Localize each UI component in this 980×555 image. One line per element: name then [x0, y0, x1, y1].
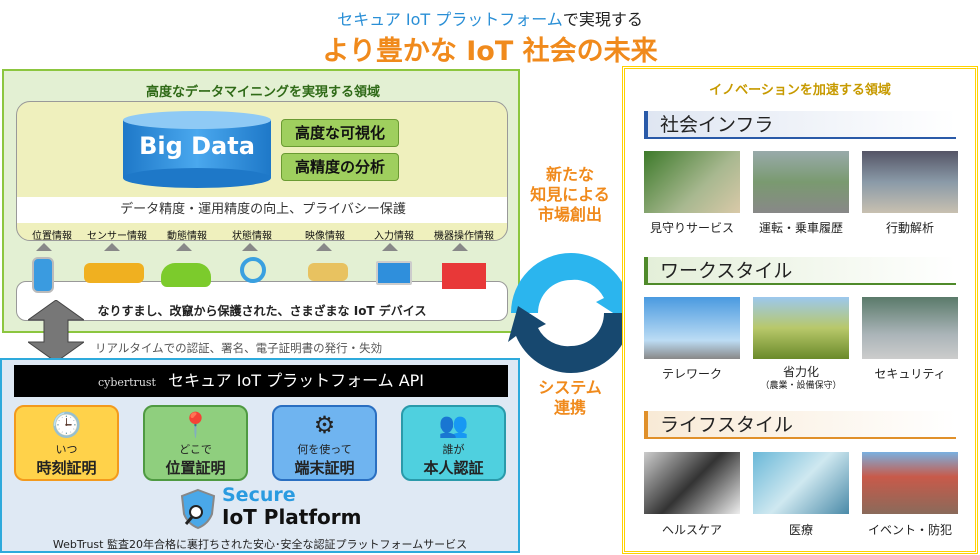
photo-telework [644, 297, 740, 359]
mid-line: 連携 [553, 398, 586, 417]
section-social-infra: 社会インフラ [644, 111, 956, 139]
cycle-arrows-icon [508, 253, 634, 373]
photo-bus [753, 151, 849, 213]
card-title: 時刻証明 [36, 459, 97, 477]
photo-medical [753, 452, 849, 514]
monitor-icon [376, 261, 412, 285]
map-pin-icon: 📍 [180, 411, 211, 439]
brand-text: セキュア IoT プラットフォーム [337, 10, 563, 29]
clock-icon: 🕒 [51, 411, 82, 439]
card-small: いつ [55, 443, 78, 456]
brand-secure: Secure [222, 484, 296, 506]
antenna-icon [240, 257, 266, 283]
drone-icon [84, 263, 144, 283]
panel-heading: 高度なデータマイニングを実現する領域 [145, 85, 380, 100]
up-arrow-icon [452, 243, 468, 251]
big-data-area: Big Data 高度な可視化 高精度の分析 データ精度・運用精度の向上、プライ… [16, 101, 508, 241]
mid-line: 新たな [545, 165, 594, 184]
smartphone-icon [32, 257, 54, 293]
caption: 行動解析 [885, 221, 934, 235]
people-icon: 👥 [438, 411, 469, 439]
card-title: 本人認証 [423, 459, 484, 477]
mid-line: システム [538, 378, 602, 397]
mid-line: 知見による [530, 185, 610, 204]
photo-event [862, 452, 958, 514]
caption: 見守りサービス [649, 221, 734, 235]
info-label: 入力情報 [374, 231, 414, 241]
card-small: 誰が [442, 443, 465, 456]
caption: テレワーク [661, 367, 722, 381]
car-icon [161, 263, 211, 287]
info-label: 位置情報 [32, 231, 72, 241]
double-arrow-icon [28, 300, 84, 362]
photo-gates [862, 297, 958, 359]
card-small: どこで [179, 443, 212, 456]
device-cert-card[interactable]: ⚙ 何を使って端末証明 [272, 405, 377, 481]
subtitle: セキュア IoT プラットフォームで実現する [0, 6, 980, 30]
analysis-label: 高精度の分析 [281, 153, 399, 181]
card-title: 端末証明 [294, 459, 355, 477]
api-bar: cybertrust セキュア IoT プラットフォーム API [14, 365, 508, 397]
info-label: 状態情報 [232, 231, 272, 241]
mid-line: 市場創出 [537, 205, 602, 224]
section-lifestyle: ライフスタイル [644, 411, 956, 439]
up-arrow-icon [242, 243, 258, 251]
big-data-label: Big Data [139, 132, 255, 160]
api-label: セキュア IoT プラットフォーム API [167, 371, 425, 390]
up-arrow-icon [104, 243, 120, 251]
card-title: 位置証明 [165, 459, 226, 477]
up-arrow-icon [382, 243, 398, 251]
caption: 運転・乗車履歴 [758, 221, 843, 235]
up-arrow-icon [316, 243, 332, 251]
platform-footer: WebTrust 監査20年合格に裏打ちされた安心･安全な認証プラットフォームサ… [52, 538, 468, 551]
panel-heading: イノベーションを加速する領域 [709, 83, 891, 98]
up-arrow-icon [36, 243, 52, 251]
photo-healthcare [644, 452, 740, 514]
location-cert-card[interactable]: 📍 どこで位置証明 [143, 405, 248, 481]
brand-iot-platform: IoT Platform [222, 505, 362, 529]
photo-station [862, 151, 958, 213]
realtime-text: リアルタイムでの認証、署名、電子証明書の発行・失効 [95, 341, 383, 355]
up-arrow-icon [176, 243, 192, 251]
factory-icon [442, 263, 486, 289]
info-label: 動態情報 [167, 231, 207, 241]
card-small: 何を使って [297, 443, 352, 456]
info-label: 機器操作情報 [434, 231, 494, 241]
visualization-label: 高度な可視化 [281, 119, 399, 147]
identity-auth-card[interactable]: 👥 誰が本人認証 [401, 405, 506, 481]
shield-icon [180, 488, 216, 530]
caption: イベント・防犯 [867, 523, 952, 537]
photo-farm-drone [753, 297, 849, 359]
time-cert-card[interactable]: 🕒 いつ時刻証明 [14, 405, 119, 481]
caption: セキュリティ [874, 367, 946, 381]
database-icon [123, 111, 271, 188]
innovation-panel: イノベーションを加速する領域 社会インフラ 見守りサービス 運転・乗車履歴 行動… [622, 66, 978, 554]
data-mining-panel: 高度なデータマイニングを実現する領域 Big Data 高度な可視化 高精度の分… [2, 69, 520, 333]
info-label: 映像情報 [305, 231, 345, 241]
device-caption: なりすまし、改竄から保護された、さまざまな IoT デバイス [16, 281, 508, 321]
precision-band: データ精度・運用精度の向上、プライバシー保護 [17, 197, 507, 223]
gear-icon: ⚙ [313, 411, 336, 439]
sub-caption: （農業・設備保守） [760, 381, 842, 391]
market-creation-text: 新たな知見による市場創出 [520, 165, 620, 225]
system-link-text: システム連携 [520, 378, 620, 418]
photo-watching [644, 151, 740, 213]
subtitle-rest: で実現する [562, 10, 643, 29]
cybertrust-logo: cybertrust [97, 376, 156, 389]
camera-icon [308, 263, 348, 281]
page-title: より豊かな IoT 社会の未来 [322, 36, 658, 67]
caption: 省力化 [782, 365, 819, 379]
caption: 医療 [788, 523, 813, 537]
caption: ヘルスケア [661, 523, 722, 537]
info-label: センサー情報 [87, 231, 147, 241]
section-workstyle: ワークスタイル [644, 257, 956, 285]
